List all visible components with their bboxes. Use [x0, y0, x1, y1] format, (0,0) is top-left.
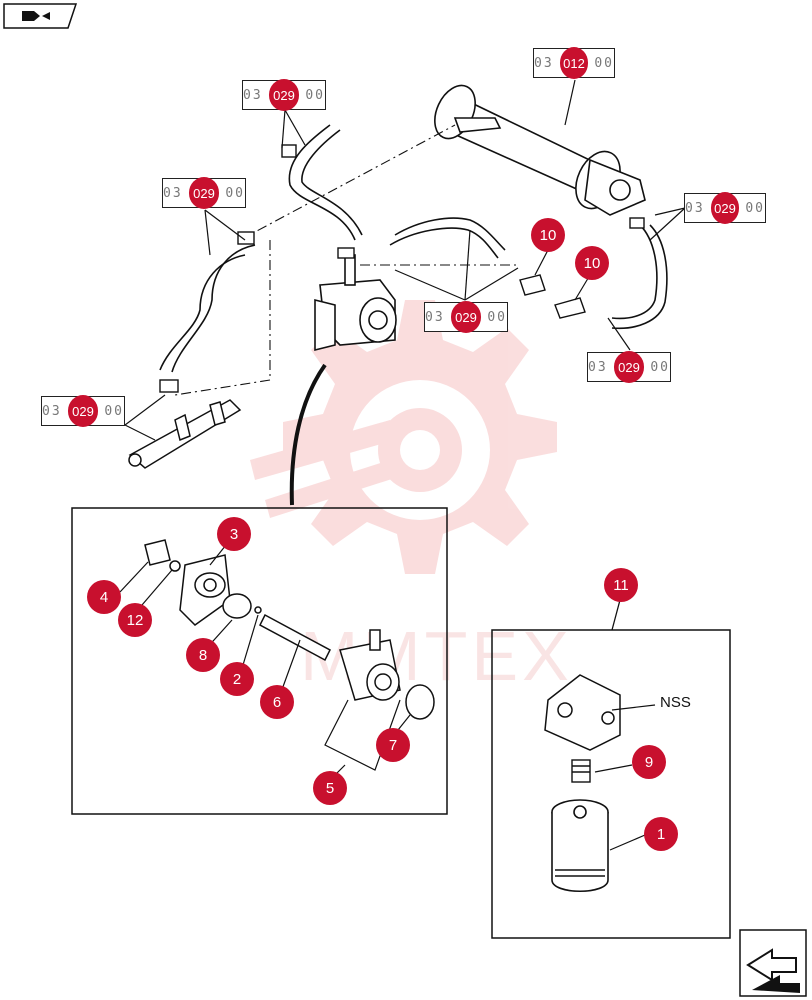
- nav-forward-arrow-icon[interactable]: [739, 929, 807, 997]
- filter-cartridge: [551, 799, 609, 893]
- callout-10-lower[interactable]: 10: [575, 246, 609, 280]
- nipple-leader: [594, 764, 633, 773]
- reference-box-03-029-f[interactable]: 03 029 00: [41, 395, 125, 427]
- watermark-text: MMTEX: [300, 617, 573, 695]
- inset-parts: [144, 539, 435, 720]
- callout-3[interactable]: 3: [217, 517, 251, 551]
- ref-right: 00: [745, 200, 765, 216]
- ref-right: 00: [305, 87, 325, 103]
- callout-8[interactable]: 8: [186, 638, 220, 672]
- nss-label: NSS: [660, 694, 691, 711]
- ref-right: 00: [650, 359, 670, 375]
- oil-cooler-upper: [314, 254, 397, 352]
- inset-box: [71, 507, 448, 815]
- callout-9[interactable]: 9: [632, 745, 666, 779]
- ref-mid: 029: [613, 351, 645, 383]
- reference-box-03-012[interactable]: 03 012 00: [533, 47, 615, 79]
- ref-mid: 029: [67, 395, 99, 427]
- ref-right: 00: [487, 309, 507, 325]
- reference-box-03-029-b[interactable]: 03 029 00: [162, 177, 246, 209]
- nipple-part: [571, 759, 591, 783]
- watermark-logo: MMTEX: [250, 300, 573, 695]
- ref-left: 03: [588, 359, 608, 375]
- reference-box-03-029-d[interactable]: 03 029 00: [424, 301, 508, 333]
- ref-right: 00: [594, 55, 614, 71]
- callout-11[interactable]: 11: [604, 568, 638, 602]
- ref-mid: 029: [268, 79, 300, 111]
- muffler-part: [434, 84, 646, 216]
- ref-left: 03: [243, 87, 263, 103]
- callout-5[interactable]: 5: [313, 771, 347, 805]
- callout-10-upper[interactable]: 10: [531, 218, 565, 252]
- callout-12[interactable]: 12: [118, 603, 152, 637]
- bracket-part: [128, 399, 242, 469]
- callout-1[interactable]: 1: [644, 817, 678, 851]
- filter-kit-box: [491, 629, 731, 939]
- callout-2[interactable]: 2: [220, 662, 254, 696]
- ref-left: 03: [42, 403, 62, 419]
- ref-left: 03: [534, 55, 554, 71]
- ref-left: 03: [685, 200, 705, 216]
- inset-leader: [289, 363, 327, 506]
- filter-leader: [609, 834, 646, 851]
- routing-lines: [174, 124, 520, 396]
- nss-leader: [611, 704, 656, 711]
- ref-mid: 029: [710, 192, 740, 224]
- ref-left: 03: [163, 185, 183, 201]
- reference-box-03-029-a[interactable]: 03 029 00: [242, 79, 326, 111]
- ref-mid: 029: [450, 301, 482, 333]
- callout-4[interactable]: 4: [87, 580, 121, 614]
- nav-back-arrow-icon[interactable]: [3, 3, 78, 29]
- ref-right: 00: [104, 403, 124, 419]
- ref-left: 03: [425, 309, 445, 325]
- reference-box-03-029-c[interactable]: 03 029 00: [684, 192, 766, 224]
- ref-right: 00: [225, 185, 245, 201]
- callout-6[interactable]: 6: [260, 685, 294, 719]
- fittings: [159, 144, 645, 393]
- ref-mid: 029: [188, 177, 220, 209]
- filter-head: [544, 674, 621, 751]
- reference-box-03-029-e[interactable]: 03 029 00: [587, 351, 671, 383]
- hose-upper: [159, 124, 668, 373]
- filter-kit-leader: [611, 599, 621, 631]
- ref-mid: 012: [559, 47, 589, 79]
- callout-7[interactable]: 7: [376, 728, 410, 762]
